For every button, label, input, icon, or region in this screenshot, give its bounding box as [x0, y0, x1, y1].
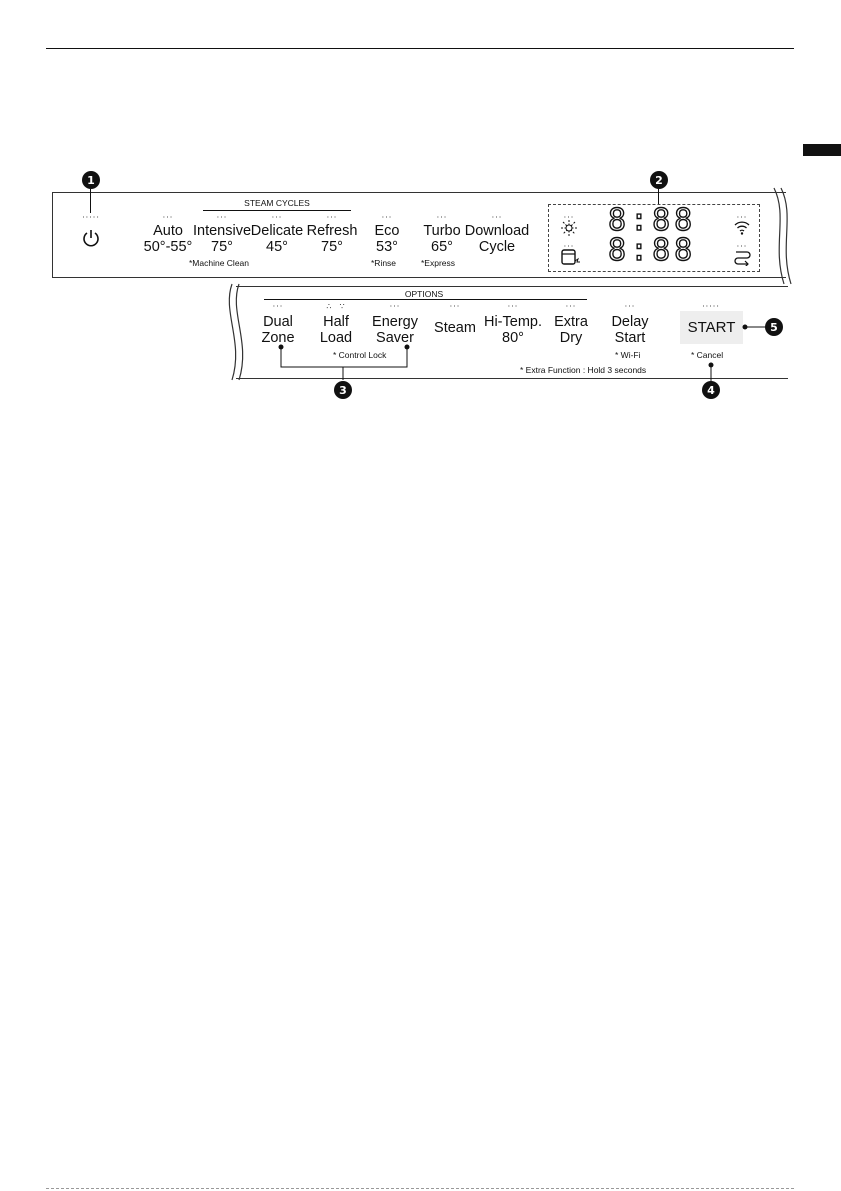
section-tab-marker — [803, 144, 841, 156]
top-rule — [46, 48, 794, 49]
option-label-2: Saver — [376, 330, 414, 346]
option-label-2: Zone — [261, 330, 295, 346]
indicator-dots: ··· — [565, 302, 577, 311]
options-rule — [264, 299, 587, 300]
control-lock-callout — [278, 344, 410, 380]
option-label-2: Load — [319, 330, 353, 346]
cycle-button-eco[interactable]: Eco 53° — [375, 223, 400, 255]
option-label: Delay — [611, 314, 649, 330]
steam-cycles-header: STEAM CYCLES — [244, 198, 310, 208]
cycle-temp: 75° — [321, 239, 343, 255]
control-panel-bottom — [236, 286, 788, 379]
cycle-label: Intensive — [192, 223, 252, 239]
option-button-steam[interactable]: Steam — [434, 320, 476, 336]
indicator-dots: ··· — [507, 302, 519, 311]
rinse-aid-icon — [561, 220, 577, 236]
option-label: Hi-Temp. — [483, 314, 543, 330]
power-icon[interactable] — [81, 228, 101, 248]
cycle-button-download[interactable]: Download Cycle — [465, 223, 530, 255]
option-temp: 80° — [502, 330, 524, 346]
indicator-dots: ··· — [449, 302, 461, 311]
machine-clean-icon — [561, 249, 580, 265]
cycle-temp: 45° — [266, 239, 288, 255]
indicator-dots: ··· — [436, 213, 448, 222]
option-label: Steam — [434, 320, 476, 336]
drain-icon — [734, 251, 751, 266]
cycle-label: Auto — [153, 223, 183, 239]
option-button-half-load[interactable]: Half Load — [320, 314, 352, 346]
indicator-dots: ··· — [326, 213, 338, 222]
cycle-button-auto[interactable]: Auto 50°-55° — [144, 223, 193, 255]
wifi-icon — [734, 221, 750, 235]
cycle-label: Delicate — [250, 223, 304, 239]
start-button[interactable]: START — [680, 311, 743, 344]
option-button-extra-dry[interactable]: Extra Dry — [554, 314, 588, 346]
indicator-dots: ····· — [702, 302, 720, 311]
option-label-2: Start — [614, 330, 646, 346]
cancel-callout — [708, 362, 714, 382]
cycle-label-2: Cycle — [478, 239, 516, 255]
express-note: *Express — [421, 258, 456, 268]
cycle-label: Eco — [374, 223, 400, 239]
half-load-indicator-icons: ∴ ∵ — [326, 302, 346, 311]
steam-cycles-rule — [203, 210, 351, 211]
wifi-note: * Wi-Fi — [615, 350, 641, 360]
control-lock-note: * Control Lock — [333, 350, 387, 360]
power-indicator-dots: ····· — [82, 213, 100, 222]
option-button-delay-start[interactable]: Delay Start — [611, 314, 648, 346]
option-label: Half — [323, 314, 349, 330]
option-label-2: Dry — [559, 330, 583, 346]
callout-badge-1: 1 — [82, 171, 100, 189]
callout-line-1 — [90, 189, 91, 213]
indicator-dots: ··· — [272, 302, 284, 311]
extra-function-note: * Extra Function : Hold 3 seconds — [520, 365, 647, 375]
panel-break-curve-left — [228, 283, 244, 381]
indicator-dots: ··· — [162, 213, 174, 222]
callout-line-2 — [658, 189, 659, 204]
machine-clean-note: *Machine Clean — [189, 258, 250, 268]
rinse-note: *Rinse — [371, 258, 397, 268]
cycle-button-refresh[interactable]: Refresh 75° — [307, 223, 358, 255]
indicator-dots: ··· — [563, 213, 575, 222]
option-button-energy-saver[interactable]: Energy Saver — [372, 314, 418, 346]
cycle-button-intensive[interactable]: Intensive 75° — [193, 223, 251, 255]
start-callout — [742, 324, 766, 330]
callout-badge-5: 5 — [765, 318, 783, 336]
indicator-dots: ··· — [216, 213, 228, 222]
time-display-upper: 8:88 — [607, 203, 697, 238]
cycle-button-turbo[interactable]: Turbo 65° — [423, 223, 460, 255]
cancel-note: * Cancel — [691, 350, 724, 360]
cycle-label: Download — [464, 223, 530, 239]
indicator-dots: ··· — [563, 242, 575, 251]
cycle-label: Turbo — [423, 223, 461, 239]
cycle-temp: 65° — [431, 239, 453, 255]
option-label: Dual — [263, 314, 293, 330]
cycle-label: Refresh — [306, 223, 358, 239]
callout-badge-3: 3 — [334, 381, 352, 399]
indicator-dots: ··· — [389, 302, 401, 311]
indicator-dots: ··· — [271, 213, 283, 222]
indicator-dots: ··· — [736, 242, 748, 251]
indicator-dots: ··· — [381, 213, 393, 222]
cycle-temp: 50°-55° — [143, 239, 193, 255]
options-header: OPTIONS — [404, 289, 444, 299]
cycle-temp: 53° — [376, 239, 398, 255]
indicator-dots: ··· — [491, 213, 503, 222]
option-label: Extra — [554, 314, 588, 330]
option-button-hi-temp[interactable]: Hi-Temp. 80° — [484, 314, 542, 346]
option-label: Energy — [372, 314, 418, 330]
indicator-dots: ··· — [736, 213, 748, 222]
control-panel-top — [52, 192, 786, 278]
bottom-rule — [46, 1188, 794, 1189]
cycle-button-delicate[interactable]: Delicate 45° — [251, 223, 303, 255]
option-button-dual-zone[interactable]: Dual Zone — [261, 314, 294, 346]
time-display-lower: 8:88 — [607, 233, 697, 268]
status-display — [548, 204, 760, 272]
indicator-dots: ··· — [624, 302, 636, 311]
panel-break-curve-top — [773, 187, 792, 285]
cycle-temp: 75° — [211, 239, 233, 255]
callout-badge-2: 2 — [650, 171, 668, 189]
callout-badge-4: 4 — [702, 381, 720, 399]
